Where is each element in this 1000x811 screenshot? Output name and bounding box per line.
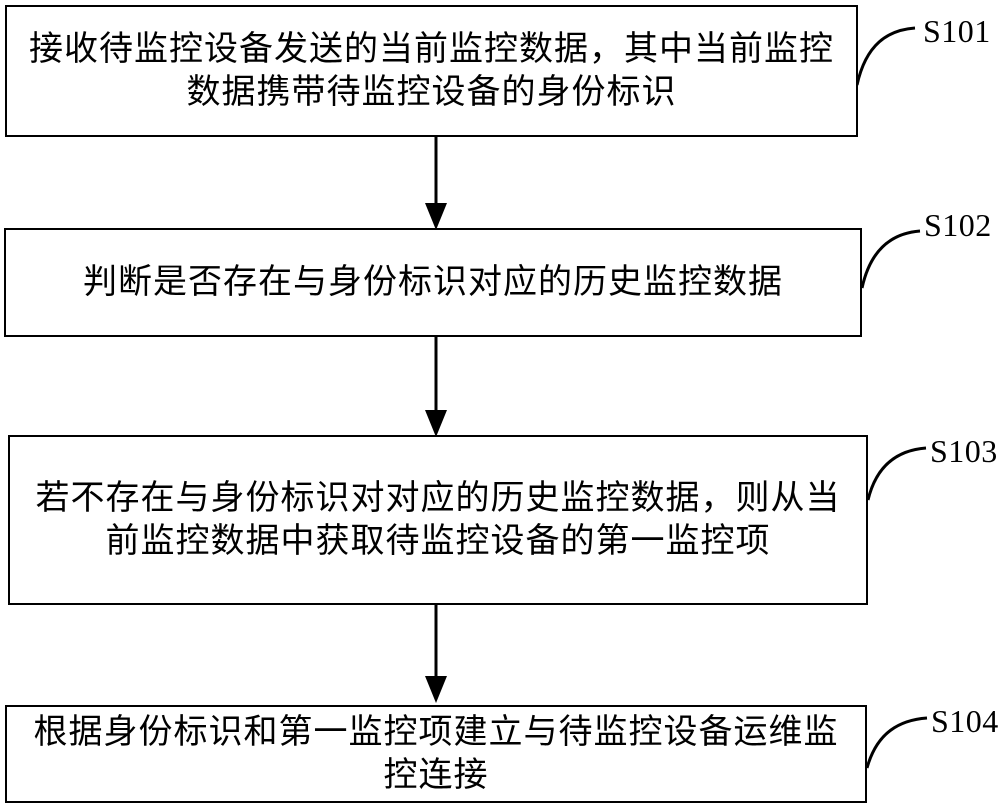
step-text: 接收待监控设备发送的当前监控数据，其中当前监控 [29, 31, 834, 68]
step-text: 前监控数据中获取待监控设备的第一监控项 [105, 523, 771, 560]
step-label-s103: S103 [930, 433, 998, 469]
step-text: 控连接 [383, 757, 489, 794]
step-label-s101: S101 [923, 13, 991, 49]
leader-line-s101 [855, 26, 916, 86]
step-label-s102: S102 [924, 207, 992, 243]
leader-line-s103 [866, 446, 927, 501]
step-box-s103: 若不存在与身份标识对对应的历史监控数据，则从当 前监控数据中获取待监控设备的第一… [8, 435, 868, 605]
step-box-s102: 判断是否存在与身份标识对应的历史监控数据 [4, 228, 862, 337]
step-label-s104: S104 [931, 703, 999, 739]
arrow-down-icon [425, 137, 447, 230]
leader-line-s102 [860, 229, 921, 289]
leader-line-s104 [865, 716, 928, 769]
step-box-s104: 根据身份标识和第一监控项建立与待监控设备运维监 控连接 [5, 705, 867, 803]
step-text: 判断是否存在与身份标识对应的历史监控数据 [83, 264, 783, 301]
step-text: 根据身份标识和第一监控项建立与待监控设备运维监 [33, 714, 839, 751]
step-text: 若不存在与身份标识对对应的历史监控数据，则从当 [35, 480, 841, 517]
arrow-down-icon [425, 337, 447, 437]
step-text: 数据携带待监控设备的身份标识 [186, 74, 677, 111]
step-box-s101: 接收待监控设备发送的当前监控数据，其中当前监控 数据携带待监控设备的身份标识 [5, 5, 858, 137]
arrow-down-icon [425, 605, 447, 703]
